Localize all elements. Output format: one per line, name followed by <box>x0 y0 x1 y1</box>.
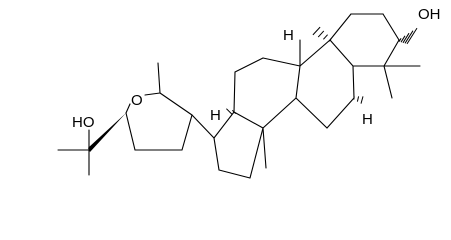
isopropanol-group <box>57 129 90 176</box>
c3-hydroxyl-hash <box>398 27 418 45</box>
c5-hydrogen-hash <box>353 96 364 104</box>
hydrogen-label-c9: H <box>283 27 294 44</box>
c24-wedge <box>88 113 126 152</box>
hydroxyl-label-c3: OH <box>418 6 441 23</box>
thf-ring <box>125 92 193 151</box>
hydrogen-label-c5: H <box>362 111 373 128</box>
ring-oxygen-label: O <box>131 92 143 109</box>
c20-c17-bond <box>191 114 215 139</box>
c4-methyls <box>383 65 421 99</box>
c17-hydrogen-hash <box>226 108 237 115</box>
ring-a <box>329 13 400 67</box>
ring-c <box>233 57 301 129</box>
hydrogen-label-c17: H <box>210 107 221 124</box>
c14-methyl <box>262 127 267 169</box>
ring-b <box>295 39 355 129</box>
c9-hydrogen-hash <box>312 26 332 42</box>
molecule-structure: OH H H <box>57 6 441 179</box>
c20-methyl <box>157 62 161 94</box>
ring-d <box>213 111 264 179</box>
hydroxyl-label-side: HO <box>72 114 95 131</box>
